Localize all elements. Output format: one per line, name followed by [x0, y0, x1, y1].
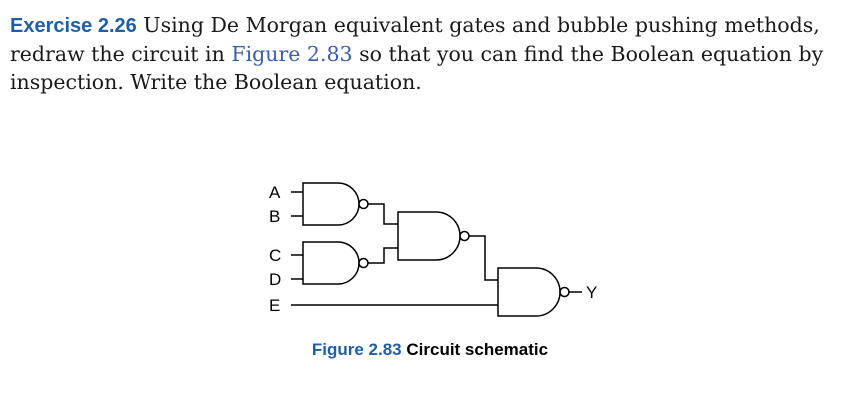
input-label-c: C	[269, 246, 281, 265]
inversion-bubble-1	[358, 198, 369, 210]
exercise-text: Exercise 2.26 Using De Morgan equivalent…	[10, 11, 846, 96]
exercise-body-start: Using De Morgan equivalent gates and bub…	[10, 13, 820, 66]
input-label-a: A	[269, 183, 281, 202]
wire-g2-to-g3	[368, 247, 398, 264]
wire-g1-to-g3	[368, 203, 398, 225]
inversion-bubble-2	[358, 257, 369, 269]
inversion-bubble-4	[559, 286, 570, 298]
nand-gate-1	[302, 182, 360, 226]
input-label-d: D	[269, 270, 281, 289]
figure-caption-label: Figure 2.83	[311, 340, 402, 359]
exercise-body-end: so that you can find the Boolean equatio…	[10, 42, 824, 94]
figure-caption-title: Circuit schematic	[406, 340, 549, 359]
wire-g3-to-g4	[469, 235, 498, 281]
nand-gate-4	[497, 267, 561, 317]
input-label-e: E	[269, 296, 280, 315]
nand-gate-2	[302, 241, 360, 285]
and-gate-3	[397, 211, 461, 261]
figure-reference-link[interactable]: Figure 2.83	[231, 42, 353, 66]
figure-caption: Figure 2.83 Circuit schematic	[0, 340, 860, 360]
exercise-label: Exercise 2.26	[10, 15, 137, 37]
output-label-y: Y	[586, 283, 597, 302]
input-label-b: B	[269, 207, 280, 226]
inversion-bubble-3	[459, 230, 470, 242]
